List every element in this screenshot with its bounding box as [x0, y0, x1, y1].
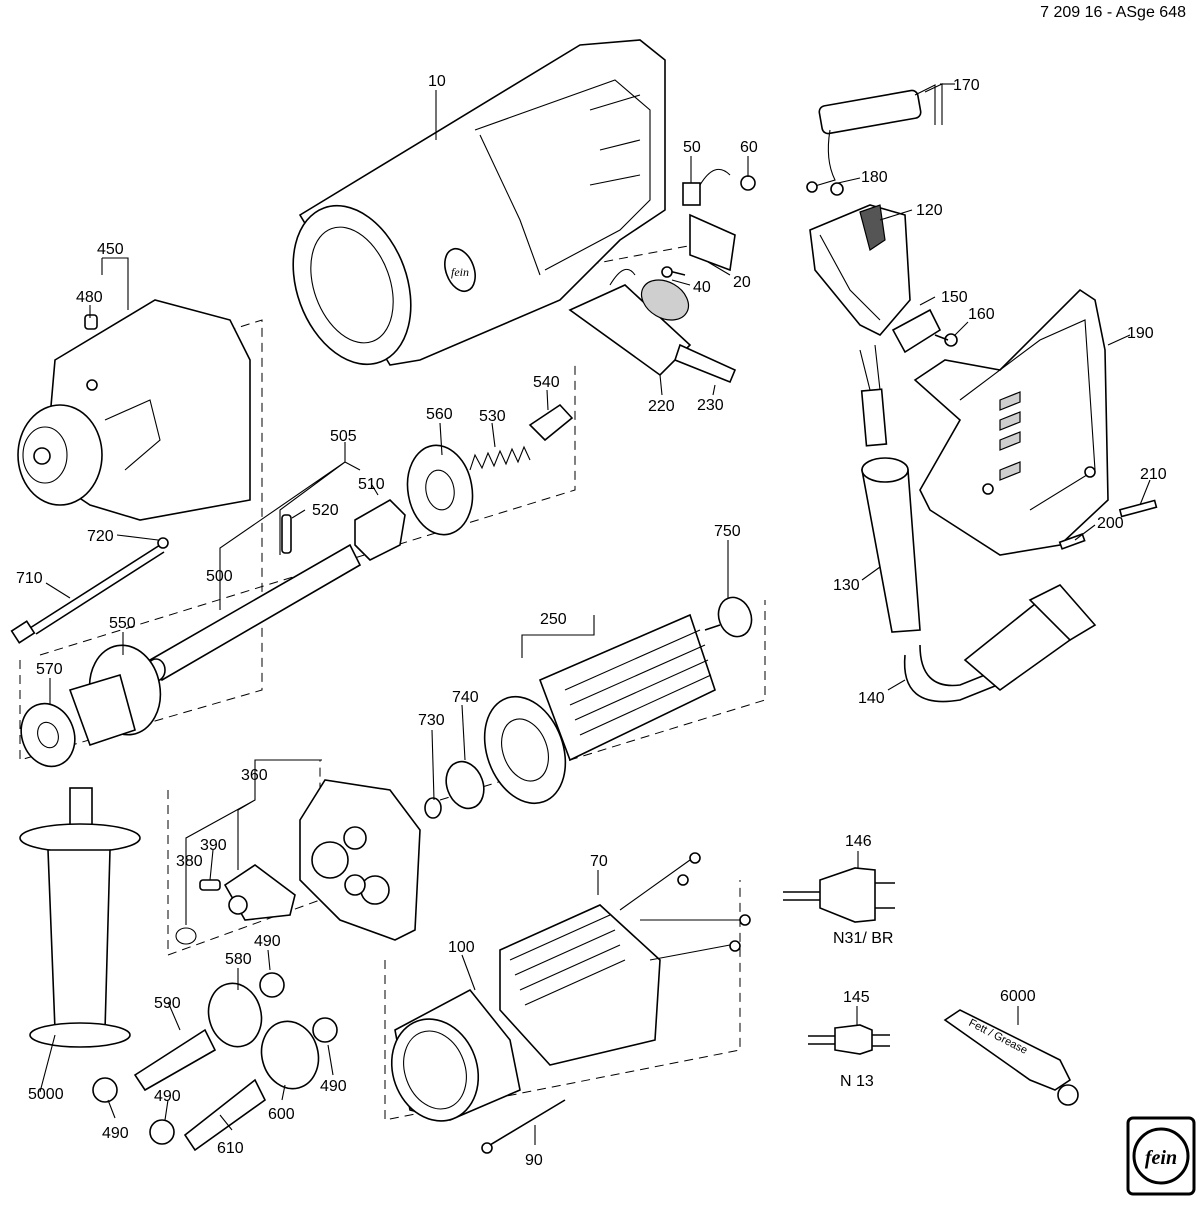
label-40: 40 — [693, 279, 711, 296]
label-10: 10 — [428, 73, 446, 90]
label-190: 190 — [1127, 325, 1154, 342]
label-180: 180 — [861, 169, 888, 186]
document-id: 7 209 16 - ASge 648 — [1040, 4, 1186, 21]
side-handle — [19, 787, 141, 1048]
label-720: 720 — [87, 528, 114, 545]
label-100: 100 — [448, 939, 475, 956]
label-50: 50 — [683, 139, 701, 156]
plug-146 — [783, 867, 895, 923]
spring-and-gear — [406, 403, 574, 536]
bearing-plate — [175, 779, 421, 945]
grease-tube: Fett / Grease — [943, 1009, 1079, 1106]
capacitor — [806, 83, 943, 196]
label-5000: 5000 — [28, 1086, 64, 1103]
label-150: 150 — [941, 289, 968, 306]
label-580: 580 — [225, 951, 252, 968]
label-380: 380 — [176, 853, 203, 870]
label-plug-n31: N31/ BR — [833, 930, 893, 947]
housing-logo-text: fein — [451, 265, 469, 279]
label-740: 740 — [452, 689, 479, 706]
handle-housing — [913, 288, 1158, 556]
leader-lines — [39, 83, 1151, 1145]
label-510: 510 — [358, 476, 385, 493]
label-146: 146 — [845, 833, 872, 850]
label-145: 145 — [843, 989, 870, 1006]
label-490-d: 490 — [102, 1125, 129, 1142]
label-210: 210 — [1140, 466, 1167, 483]
label-170: 170 — [953, 77, 980, 94]
label-90: 90 — [525, 1152, 543, 1169]
gear-housing — [17, 299, 251, 521]
label-490-a: 490 — [254, 933, 281, 950]
label-530: 530 — [479, 408, 506, 425]
stator-assembly — [390, 852, 751, 1154]
drive-gear-and-washer — [20, 644, 162, 768]
label-490-b: 490 — [320, 1078, 347, 1095]
label-plug-n13: N 13 — [840, 1073, 874, 1090]
label-490-c: 490 — [154, 1088, 181, 1105]
part-labels: 10 20 40 50 60 70 90 100 120 130 140 145… — [16, 73, 1167, 1169]
long-screw — [10, 537, 169, 644]
label-120: 120 — [916, 202, 943, 219]
label-250: 250 — [540, 611, 567, 628]
label-540: 540 — [533, 374, 560, 391]
label-550: 550 — [109, 615, 136, 632]
fein-logo: fein — [1126, 1116, 1196, 1196]
label-220: 220 — [648, 398, 675, 415]
power-cable — [859, 344, 1097, 703]
label-140: 140 — [858, 690, 885, 707]
label-130: 130 — [833, 577, 860, 594]
label-520: 520 — [312, 502, 339, 519]
label-560: 560 — [426, 406, 453, 423]
brush-parts — [661, 168, 756, 278]
lower-gear-train — [92, 972, 338, 1152]
label-610: 610 — [217, 1140, 244, 1157]
label-360: 360 — [241, 767, 268, 784]
motor-housing: fein — [292, 39, 666, 366]
spindle — [146, 499, 406, 682]
label-730: 730 — [418, 712, 445, 729]
label-70: 70 — [590, 853, 608, 870]
label-505: 505 — [330, 428, 357, 445]
label-710: 710 — [16, 570, 43, 587]
label-480: 480 — [76, 289, 103, 306]
label-230: 230 — [697, 397, 724, 414]
label-750: 750 — [714, 523, 741, 540]
armature — [424, 596, 753, 819]
label-600: 600 — [268, 1106, 295, 1123]
plug-145 — [808, 1024, 890, 1055]
label-20: 20 — [733, 274, 751, 291]
label-6000: 6000 — [1000, 988, 1036, 1005]
logo-text: fein — [1145, 1147, 1177, 1169]
label-390: 390 — [200, 837, 227, 854]
cable-clamp — [891, 308, 958, 354]
label-160: 160 — [968, 306, 995, 323]
label-570: 570 — [36, 661, 63, 678]
switch — [809, 204, 911, 336]
label-200: 200 — [1097, 515, 1124, 532]
label-450: 450 — [97, 241, 124, 258]
label-60: 60 — [740, 139, 758, 156]
switch-plate-and-speed-dial — [568, 268, 737, 384]
label-500: 500 — [206, 568, 233, 585]
label-590: 590 — [154, 995, 181, 1012]
